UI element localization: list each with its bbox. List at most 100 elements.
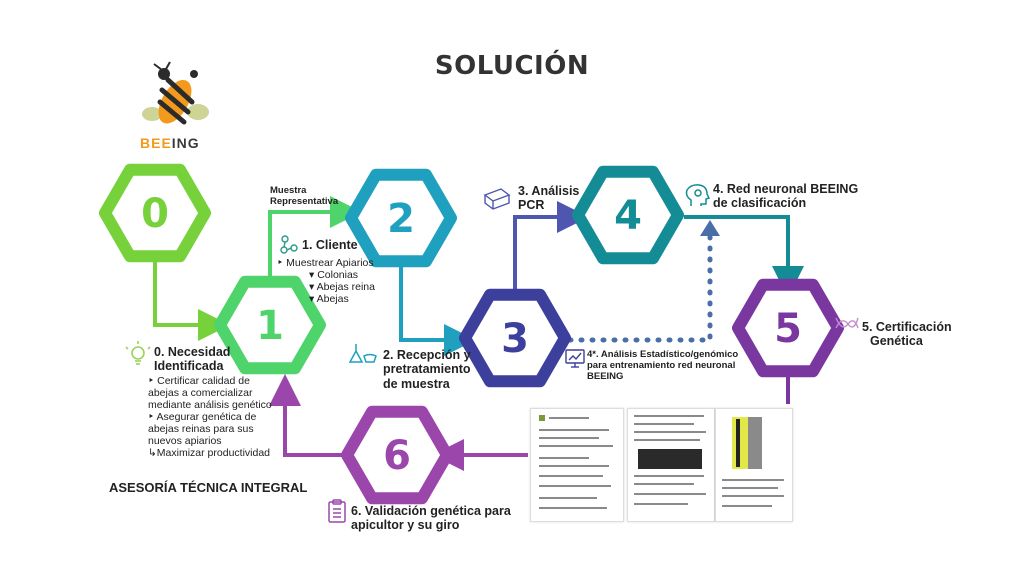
estadistico-line: para entrenamiento red neuronal	[587, 359, 736, 371]
cliente-item: ‣ Muestrear Apiarios	[277, 257, 374, 269]
validacion-line: 6. Validación genética para	[351, 504, 511, 518]
doc-line	[539, 415, 545, 421]
doc-line	[539, 507, 607, 509]
doc-line	[539, 429, 609, 431]
doc-line	[634, 431, 706, 433]
pcr-machine-icon	[483, 188, 511, 210]
step-6-number: 6	[383, 433, 411, 479]
estadistico-line: 4*. Análisis Estadístico/genómico	[587, 349, 739, 360]
step-0-number: 0	[141, 191, 169, 237]
brand-name-ing: ING	[171, 135, 200, 151]
clipboard-icon	[328, 499, 346, 523]
certificacion-label: 5. Certificación Genética	[862, 320, 952, 349]
connector-0-1	[153, 262, 230, 341]
chromatogram-image	[736, 419, 740, 467]
doc-line	[722, 505, 772, 507]
dotted-feedback-path	[567, 232, 713, 343]
cliente-list: ‣ Muestrear Apiarios ▾ Colonias ▾ Abejas…	[277, 257, 375, 305]
connector-1-2	[268, 196, 362, 282]
step-5-number: 5	[774, 306, 802, 352]
doc-line	[722, 495, 784, 497]
report-thumbnail-3	[715, 408, 793, 522]
necesidad-list: ‣ Certificar calidad de abejas a comerci…	[148, 375, 272, 459]
necesidad-item: nuevos apiarios	[148, 435, 222, 448]
step-4-number: 4	[614, 193, 642, 239]
doc-line	[539, 475, 603, 477]
doc-line	[539, 485, 611, 487]
neural-head-icon	[685, 184, 711, 206]
doc-line	[634, 423, 694, 425]
analytics-monitor-icon	[565, 349, 585, 368]
pcr-line: 3. Análisis	[518, 184, 580, 198]
asesoria-label: ASESORÍA TÉCNICA INTEGRAL	[109, 480, 308, 495]
connector-4-5	[684, 215, 804, 298]
lightbulb-icon	[125, 341, 151, 365]
cliente-title: 1. Cliente	[302, 238, 358, 252]
doc-line	[634, 439, 700, 441]
step-4-hexagon	[572, 165, 684, 265]
step-2-hexagon	[345, 168, 457, 268]
necesidad-item: abejas reinas para sus	[148, 423, 254, 436]
doc-line	[539, 465, 609, 467]
step-3-hexagon	[459, 288, 571, 388]
lab-flask-icon	[348, 344, 377, 363]
cliente-item: ▾ Abejas reina	[309, 281, 375, 294]
doc-line	[539, 445, 613, 447]
step-3-number: 3	[501, 316, 529, 362]
cliente-item: ▾ Colonias	[309, 269, 359, 282]
page-title: SOLUCIÓN	[434, 51, 590, 81]
necesidad-item: ‣ Certificar calidad de	[148, 375, 250, 387]
recepcion-line: de muestra	[383, 376, 450, 391]
step-1-number: 1	[256, 303, 284, 349]
step-6-hexagon	[341, 405, 453, 505]
pcr-line: PCR	[518, 198, 545, 213]
estadistico-line: BEEING	[587, 370, 624, 382]
doc-line	[634, 503, 688, 505]
step-5-hexagon	[732, 278, 844, 378]
doc-line	[539, 437, 599, 439]
chromatogram-image	[732, 417, 748, 469]
doc-line	[634, 483, 694, 485]
necesidad-item: ‣ Asegurar genética de	[148, 411, 257, 424]
certificacion-line: 5. Certificación	[862, 320, 952, 334]
necesidad-item: abejas a comercializar	[148, 387, 253, 400]
cliente-item: ▾ Abejas	[309, 293, 349, 306]
recepcion-line: 2. Recepción y	[383, 348, 471, 362]
red-line: 4. Red neuronal BEEING	[713, 182, 859, 196]
necesidad-title-line: 0. Necesidad	[154, 345, 231, 359]
connector-6-1	[269, 374, 347, 457]
validacion-line: apicultor y su giro	[351, 518, 460, 533]
estadistico-label: 4*. Análisis Estadístico/genómico para e…	[587, 349, 739, 383]
brand-name-bee: BEE	[140, 135, 172, 151]
necesidad-title: 0. Necesidad Identificada	[154, 345, 230, 374]
doc-line	[549, 417, 589, 419]
report-thumbnail-2	[627, 408, 715, 522]
red-label: 4. Red neuronal BEEING de clasificación	[713, 182, 858, 211]
recepcion-label: 2. Recepción y pretratamiento de muestra	[383, 348, 471, 391]
connector-3-4	[513, 201, 589, 292]
doc-line	[722, 479, 784, 481]
people-network-icon	[280, 235, 298, 254]
beeing-logo-icon	[142, 61, 209, 125]
doc-line	[539, 457, 589, 459]
doc-line	[722, 487, 778, 489]
muestra-label: Muestra Representativa	[270, 185, 338, 208]
muestra-line-1: Muestra	[270, 185, 307, 196]
doc-line	[539, 497, 597, 499]
doc-line	[634, 475, 704, 477]
doc-line	[634, 493, 706, 495]
doc-line	[634, 415, 704, 417]
recepcion-line: pretratamiento	[383, 362, 471, 377]
red-line: de clasificación	[713, 196, 807, 211]
step-2-number: 2	[387, 196, 415, 242]
necesidad-title-line: Identificada	[154, 359, 224, 374]
validacion-label: 6. Validación genética para apicultor y …	[351, 504, 511, 533]
chromatogram-image	[748, 417, 762, 469]
brand-name: BEEING	[140, 135, 200, 151]
connector-2-3	[399, 264, 476, 356]
certificacion-line: Genética	[870, 334, 923, 349]
necesidad-item: ↳Maximizar productividad	[148, 447, 271, 460]
step-1-hexagon	[214, 275, 326, 375]
dna-icon	[835, 317, 859, 329]
